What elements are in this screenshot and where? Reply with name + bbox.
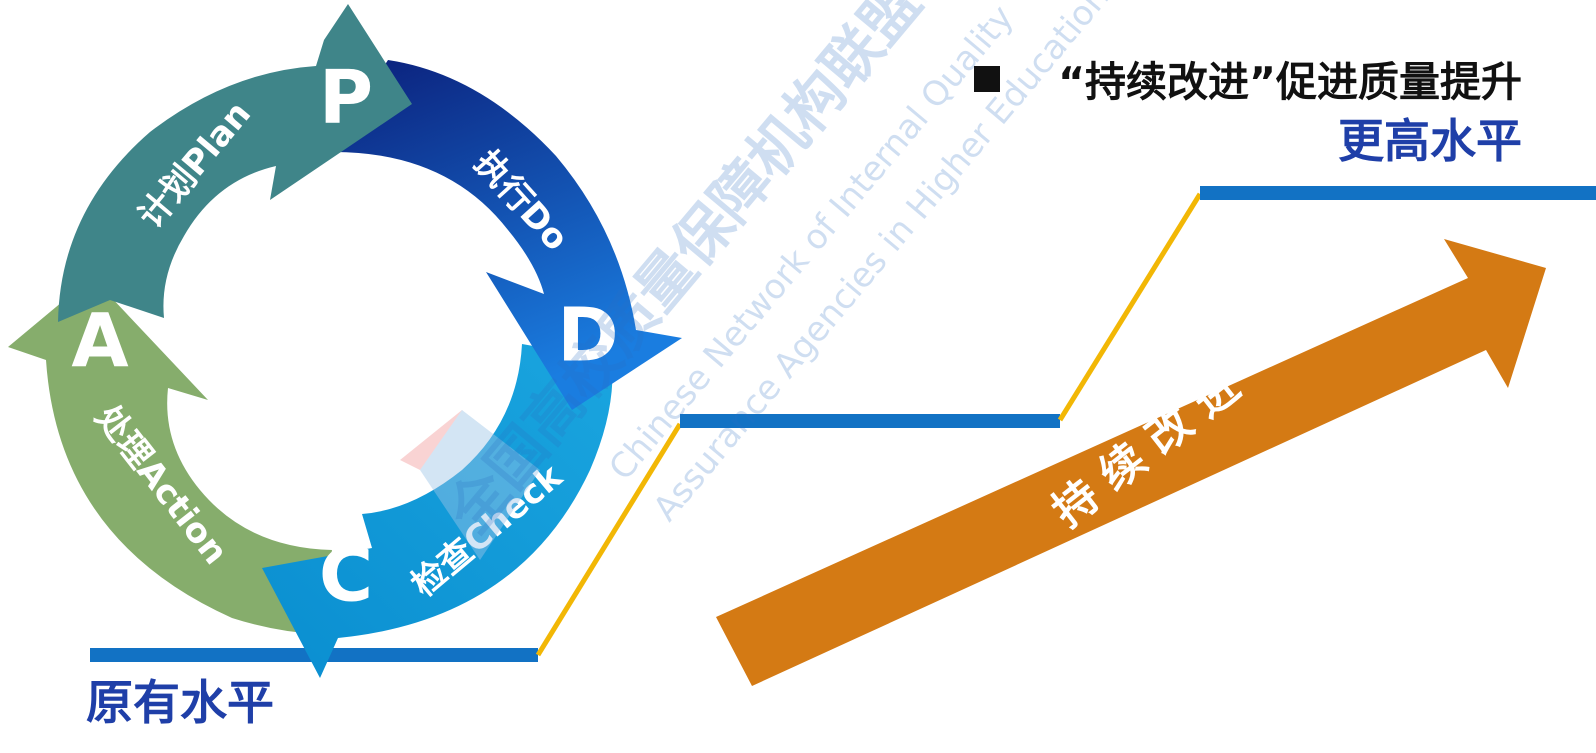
higher-level-line [1200,186,1596,200]
do-letter: D [557,293,618,379]
action-letter: A [71,299,128,385]
headline: “持续改进”促进质量提升 [974,62,1522,103]
riser-line-2 [1057,192,1203,422]
level-staircase [90,186,1596,662]
plan-letter: P [319,55,373,141]
check-segment [262,344,613,678]
higher-level-label: 更高水平 [1338,114,1522,168]
plan-segment [58,4,412,322]
headline-text: “持续改进”促进质量提升 [1058,58,1522,106]
watermark-seal-blue [420,410,540,560]
watermark-seal [400,410,540,560]
action-segment [8,277,332,634]
original-level-label: 原有水平 [86,676,274,731]
do-segment [328,60,682,410]
watermark-seal-red [400,410,470,470]
check-letter: C [319,533,373,619]
bullet-square-icon [974,66,1001,92]
riser-line-1 [535,422,683,657]
middle-level-line [680,414,1060,428]
improvement-arrow-shape [716,239,1546,686]
